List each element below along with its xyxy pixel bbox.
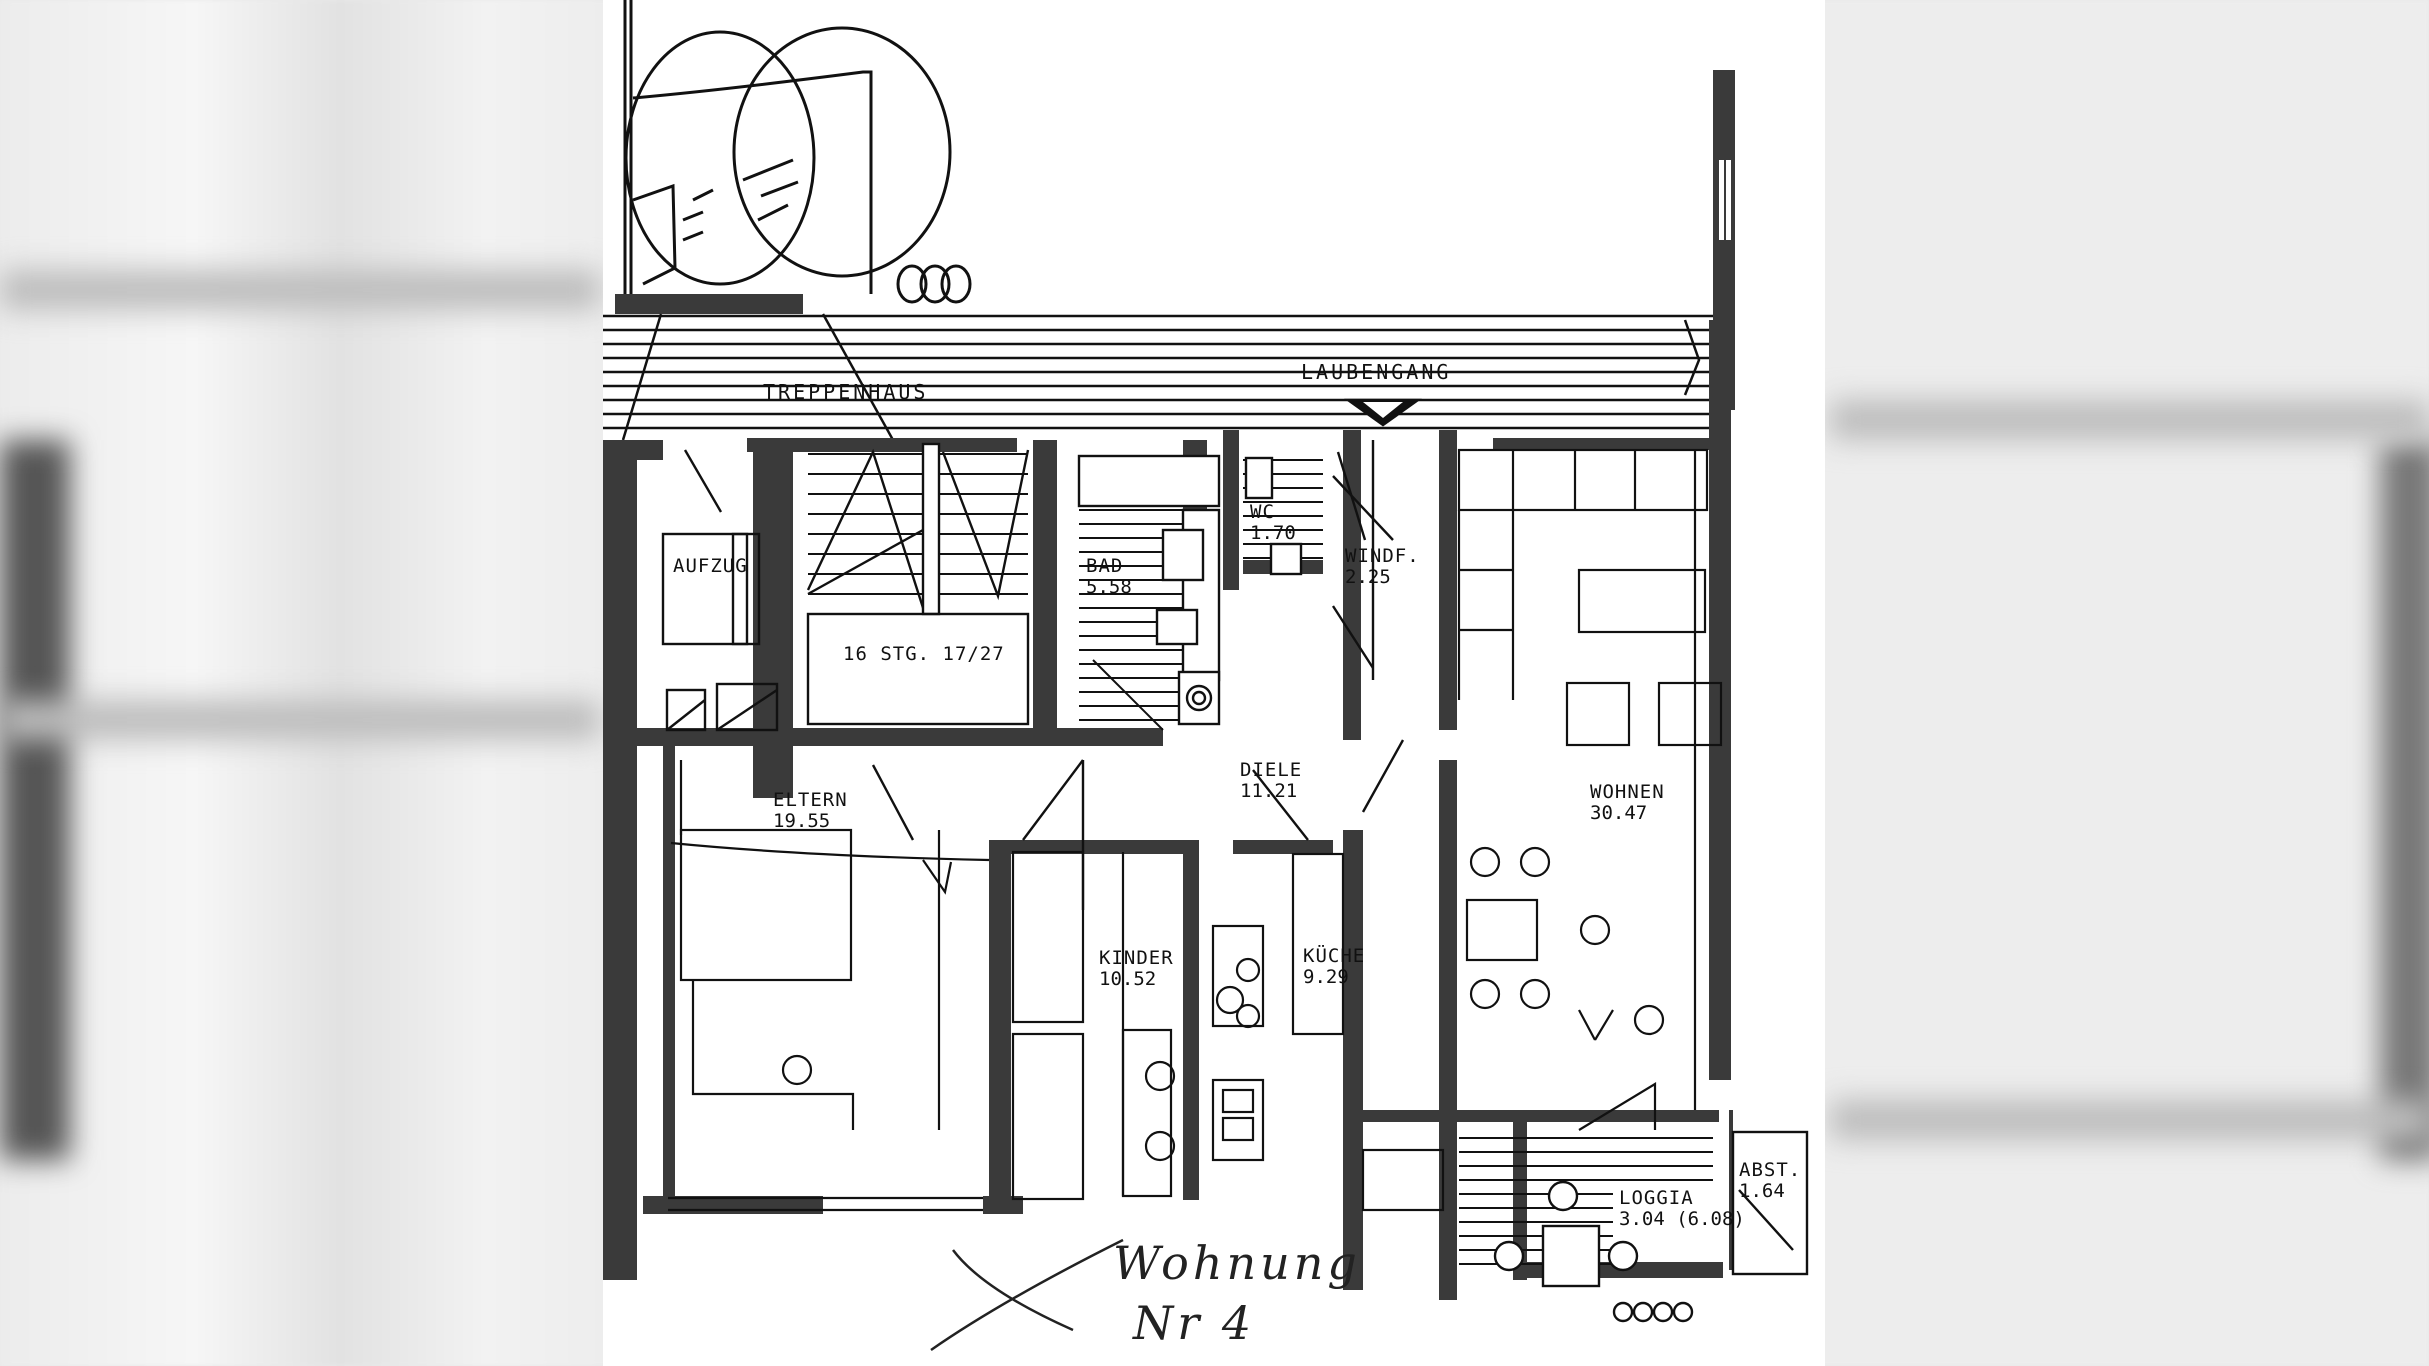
blurred-wall-band-3 [1830,400,2429,440]
floor-plan-drawing [603,0,1809,1323]
blurred-wall-band-2 [0,700,600,740]
room-label-aufzug: AUFZUG [673,555,748,577]
room-label-windfang: WINDF.2.25 [1345,545,1420,588]
blurred-wall-band-4 [1830,1100,2429,1140]
gallery-label: LAUBENGANG [1301,360,1452,384]
handwritten-apartment-number: Nr 4 [1133,1296,1256,1350]
handwritten-apartment-label: Wohnung [1113,1236,1361,1290]
room-label-abstellraum: ABST.1.64 [1739,1159,1802,1202]
stair-spec-label: 16 STG. 17/27 [843,643,1005,665]
stairwell-label: TREPPENHAUS [763,380,929,404]
blurred-wall-band [0,270,600,310]
blurred-wall-left [0,440,70,1160]
blurred-wall-right [2380,440,2429,1160]
floor-plan: TREPPENHAUS LAUBENGANG AUFZUG 16 STG. 17… [603,0,1825,1366]
handwritten-x-mark [930,1238,1124,1352]
